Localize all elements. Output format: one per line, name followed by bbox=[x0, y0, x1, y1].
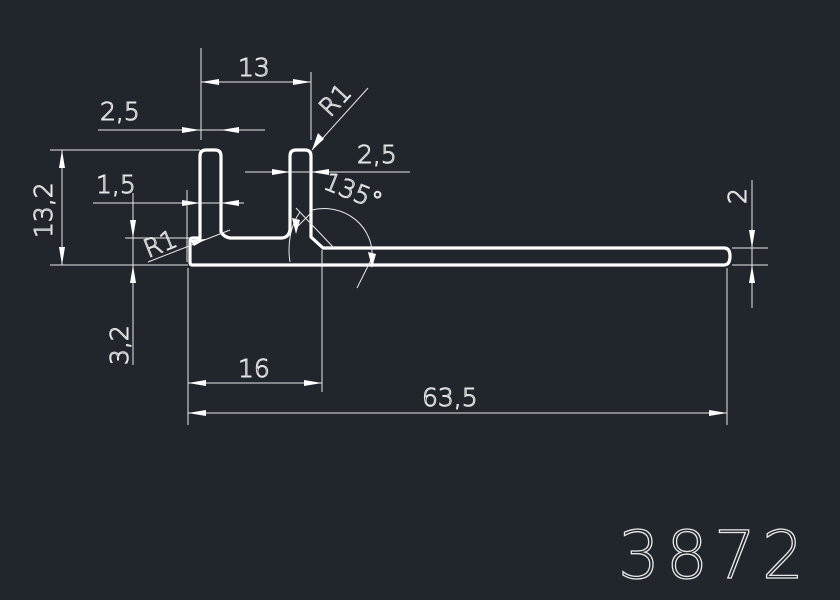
dim-slot-wall: 1,5 bbox=[93, 170, 244, 262]
dim-label: 2 bbox=[723, 188, 752, 204]
dim-top-width: 13 bbox=[200, 48, 312, 140]
dim-label: 13,2 bbox=[29, 182, 58, 238]
dim-flange-thickness: 2 bbox=[723, 180, 768, 308]
drawing-number: 3872 bbox=[618, 517, 810, 594]
dim-channel-width: 16 bbox=[187, 250, 323, 425]
profile-outline bbox=[188, 148, 732, 267]
dim-total-width: 63,5 bbox=[188, 268, 728, 425]
dim-inner-radius: R1 bbox=[139, 224, 231, 264]
dim-label: 16 bbox=[238, 354, 270, 383]
dim-label: R1 bbox=[313, 78, 357, 122]
dim-right-wall: 2,5 bbox=[245, 140, 410, 175]
dim-left-wall: 2,5 bbox=[98, 97, 265, 133]
dim-label: 3,2 bbox=[105, 325, 134, 365]
dim-angle: 135° bbox=[288, 166, 387, 289]
dim-label: R1 bbox=[139, 224, 181, 263]
dim-label: 1,5 bbox=[96, 170, 136, 199]
dim-total-height: 13,2 bbox=[29, 149, 200, 266]
dim-label: 2,5 bbox=[100, 97, 140, 126]
dim-label: 13 bbox=[238, 53, 270, 82]
dim-label: 63,5 bbox=[422, 383, 478, 412]
dim-label: 2,5 bbox=[357, 140, 397, 169]
dim-base-thickness: 3,2 bbox=[105, 193, 190, 366]
